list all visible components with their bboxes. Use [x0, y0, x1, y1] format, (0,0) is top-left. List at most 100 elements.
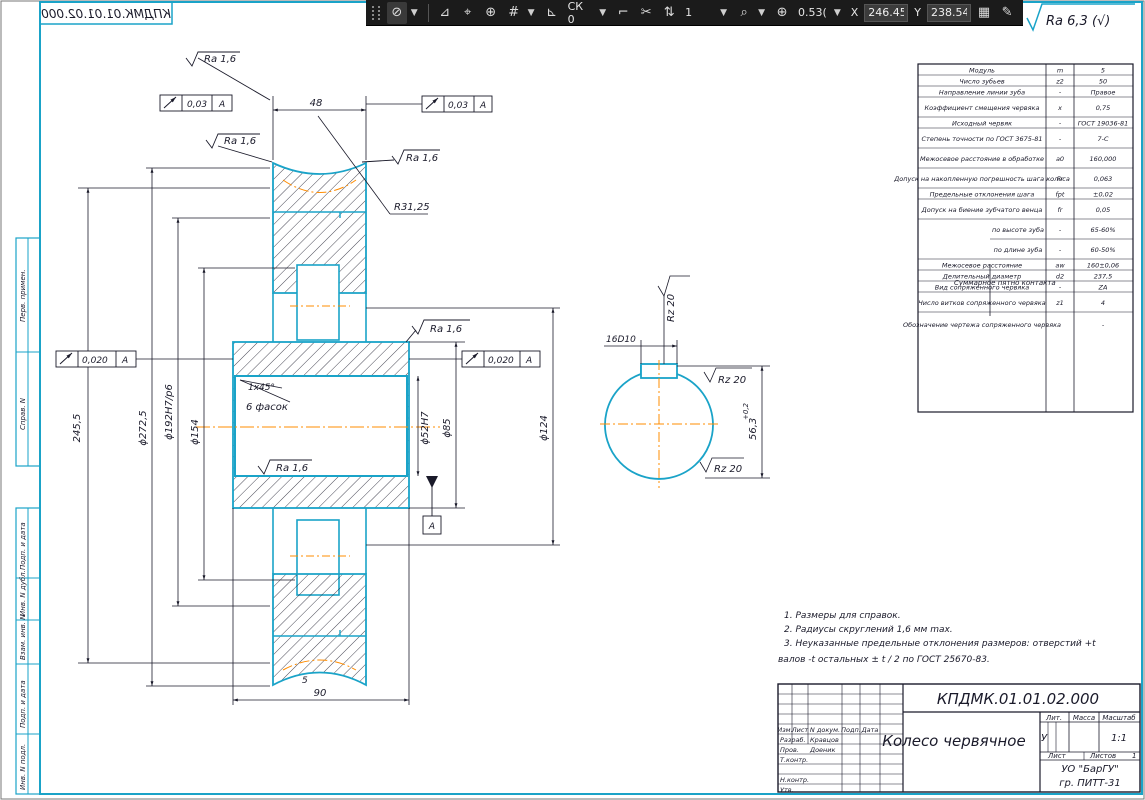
title-block-role: Н.контр. [780, 776, 809, 784]
dim-48: 48 [310, 98, 323, 109]
param-value: 0,75 [1096, 104, 1110, 112]
roughness-ra16: Ra 1,6 [276, 463, 308, 474]
tangent-icon[interactable]: ✂ [640, 5, 652, 20]
param-value: 65-60% [1090, 226, 1115, 234]
track-icon[interactable]: ⊕ [485, 5, 497, 20]
drawing-title: Колесо червячное [882, 732, 1025, 750]
chevron-down-icon[interactable]: ▼ [599, 7, 607, 18]
lit-value: У [1041, 733, 1048, 744]
side-label: Инв. N подл. [19, 744, 27, 790]
tolerance-frame-right: 0,020 A [409, 350, 541, 368]
tolerance-frame-left: 0,020 A [55, 350, 233, 368]
title-block-name: Кравцов [810, 736, 839, 744]
drawing-toolbar[interactable]: ⊘ ▼ ⊿ ⌖ ⊕ # ▼ ⊾ СК 0 ▼ ⌐ ✂ ⇅ 1 ▼ ⌕ ▼ ⊕ 0… [366, 0, 1023, 26]
chevron-down-icon[interactable]: ▼ [720, 7, 728, 18]
svg-text:Лит.: Лит. [1045, 714, 1062, 722]
chevron-down-icon[interactable]: ▼ [758, 7, 766, 18]
bore [234, 375, 408, 477]
dim-d85: ϕ85 [442, 418, 453, 437]
svg-text:0,03: 0,03 [448, 101, 468, 111]
param-symbol: Fr [1057, 175, 1065, 183]
grid-icon[interactable]: # [508, 5, 520, 20]
title-block-role: Разраб. [780, 736, 806, 744]
roughness-ra16: Ra 1,6 [204, 54, 236, 65]
svg-text:A: A [479, 101, 486, 111]
contact-label: Суммарное пятно контакта [954, 279, 1056, 287]
side-label: Справ. N [19, 397, 27, 430]
zoom-value[interactable]: 0.53( [798, 6, 827, 19]
param-name: Вид сопряженного червяка [935, 284, 1030, 292]
param-symbol: fpt [1056, 191, 1065, 199]
roughness-rz20: Rz 20 [714, 464, 742, 475]
param-symbol: - [1059, 284, 1062, 292]
x-coordinate-field[interactable] [864, 3, 909, 22]
note-line: 1. Размеры для справок. [784, 611, 901, 621]
dim-d154: ϕ154 [190, 419, 201, 445]
zoom-window-icon[interactable]: ⌕ [740, 5, 748, 20]
param-name: Предельные отклонения шага [930, 191, 1035, 199]
svg-text:A: A [218, 100, 225, 110]
param-name: Исходный червяк [952, 120, 1012, 128]
chevron-down-icon[interactable]: ▼ [410, 7, 418, 18]
ortho-icon[interactable]: ⊿ [439, 5, 451, 20]
param-name: Число зубьев [959, 78, 1005, 86]
side-label: Подп. и дата [19, 522, 27, 570]
zoom-icon[interactable]: ⊕ [776, 5, 788, 20]
title-block-role: Утв. [780, 786, 794, 794]
param-symbol: fr [1058, 206, 1064, 214]
title-block-header: Изм. [777, 726, 792, 734]
y-coordinate-field[interactable] [927, 3, 972, 22]
tolerance-frame-top-left: 0,03 A [159, 94, 233, 112]
side-label: Взам. инв. N [19, 614, 27, 660]
line-style-icon[interactable]: ⌐ [617, 5, 629, 20]
svg-text:0,020: 0,020 [488, 356, 514, 366]
roughness-ra16: Ra 1,6 [224, 136, 256, 147]
side-label: Перв. примен. [19, 269, 27, 322]
param-symbol: - [1059, 226, 1062, 234]
keyway-view[interactable]: 16D10 Rz 20 Rz 20 Rz 20 56,3 +0,2 [600, 275, 770, 488]
tolerance-frame-top-right: 0,03 A [366, 95, 493, 113]
chevron-down-icon[interactable]: ▼ [527, 7, 535, 18]
chevron-down-icon[interactable]: ▼ [833, 7, 841, 18]
drawing-code: КПДМК.01.01.02.000 [937, 690, 1099, 708]
mirrored-code: КПДМК.01.01.02.000 [41, 7, 171, 21]
coordinate-system-label[interactable]: СК 0 [567, 0, 584, 26]
coordinate-system-icon[interactable]: ⊾ [546, 5, 558, 20]
svg-text:Масса: Масса [1073, 714, 1095, 722]
title-block-header: N докум. [810, 726, 840, 734]
roughness-ra16: Ra 1,6 [430, 324, 462, 335]
param-symbol: - [1059, 246, 1062, 254]
param-symbol: m [1057, 67, 1063, 75]
param-symbol: - [1059, 135, 1062, 143]
dim-r31-25: R31,25 [394, 202, 430, 213]
title-block-name: Доеник [809, 746, 836, 754]
svg-text:Лист: Лист [1047, 752, 1067, 760]
roughness-rz20: Rz 20 [718, 375, 746, 386]
param-symbol: - [1059, 120, 1062, 128]
param-value: - [1102, 321, 1105, 329]
toolbar-grip[interactable] [372, 5, 380, 20]
calculator-icon[interactable]: ▦ [977, 5, 991, 20]
pen-icon[interactable]: ✎ [1001, 5, 1013, 20]
section-view[interactable]: 245,5 ϕ272,5 ϕ192H7/p6 ϕ154 ϕ52H7 ϕ85 ϕ1… [55, 51, 560, 705]
note-line: 2. Радиусы скруглений 1,6 мм max. [784, 625, 953, 635]
roughness-ra16: Ra 1,6 [406, 153, 438, 164]
local-snap-icon[interactable]: ⌖ [464, 5, 472, 20]
chamfer-text: 1x45° [248, 383, 275, 393]
snap-magnet-icon[interactable]: ⊘ [386, 1, 407, 24]
title-block-role: Т.контр. [780, 756, 808, 764]
param-value: Правое [1091, 89, 1116, 97]
general-roughness-text: Ra 6,3 (√) [1046, 14, 1110, 29]
dim-5: 5 [302, 676, 308, 686]
key-depth-dim: 56,3 [748, 418, 759, 440]
line-weight-value[interactable]: 1 [685, 6, 693, 19]
svg-text:Листов: Листов [1089, 752, 1116, 760]
line-weight-icon[interactable]: ⇅ [663, 5, 675, 20]
title-block-role: Пров. [780, 746, 799, 754]
side-stamp: Перв. примен. Справ. N Подп. и дата Инв.… [15, 237, 41, 795]
technical-notes: 1. Размеры для справок. 2. Радиусы скруг… [778, 611, 1096, 665]
param-value: 160±0,06 [1087, 262, 1119, 270]
